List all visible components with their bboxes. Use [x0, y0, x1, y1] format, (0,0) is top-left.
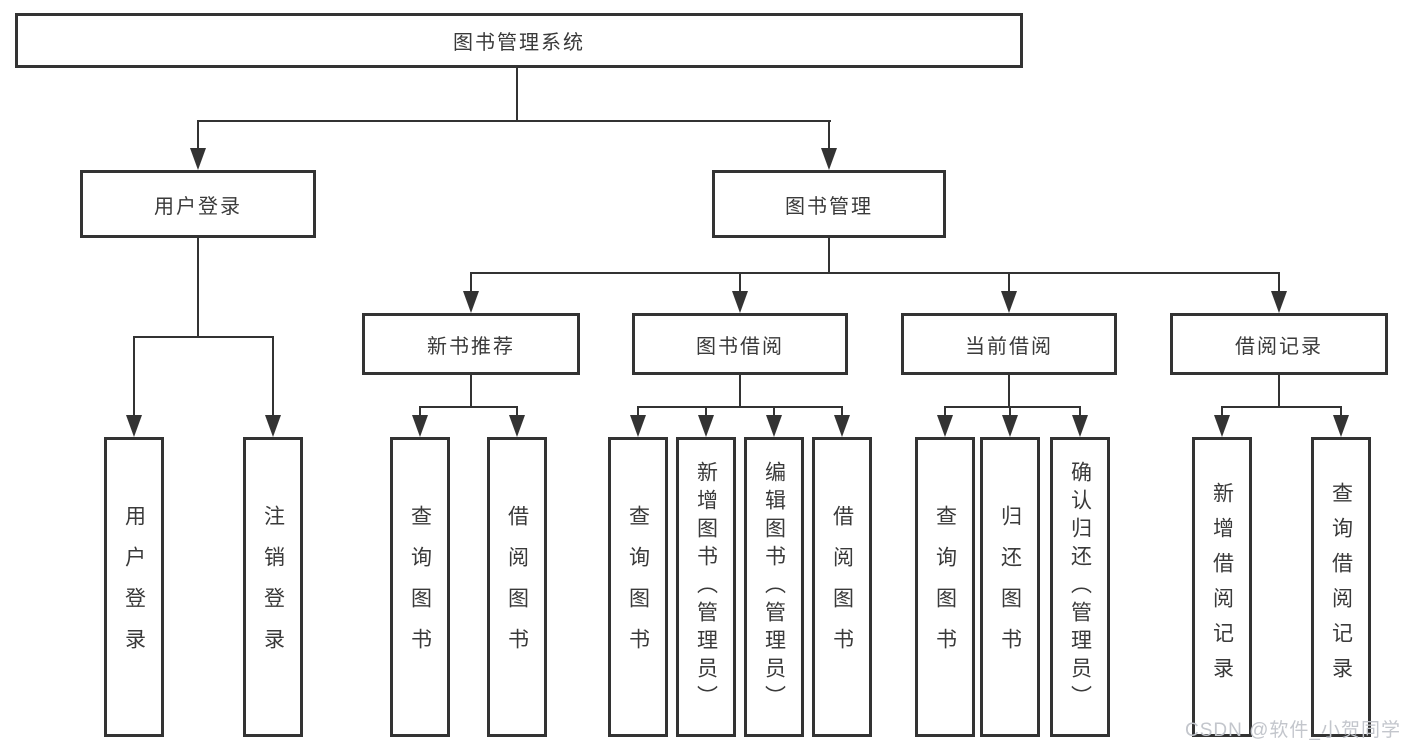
arrowhead-down-icon	[412, 415, 428, 437]
node-label: 新增借阅记录	[1210, 482, 1234, 692]
connector-vline	[1079, 406, 1081, 415]
node-label: 查询图书	[408, 505, 432, 669]
node-new-book-recommend: 新书推荐	[362, 313, 580, 375]
connector-vline	[516, 68, 518, 120]
connector-hline	[197, 120, 831, 122]
node-label: 图书管理系统	[453, 32, 585, 54]
arrowhead-down-icon	[126, 415, 142, 437]
node-label: 用户登录	[154, 195, 242, 218]
connector-vline	[1008, 272, 1010, 291]
connector-vline	[739, 375, 741, 406]
arrowhead-down-icon	[509, 415, 525, 437]
node-label: 图书借阅	[696, 335, 784, 358]
connector-hline	[1221, 406, 1342, 408]
node-label: 当前借阅	[965, 335, 1053, 358]
node-book-management: 图书管理	[712, 170, 946, 238]
connector-vline	[841, 406, 843, 415]
connector-vline	[1009, 406, 1011, 415]
connector-vline	[705, 406, 707, 415]
connector-vline	[197, 120, 199, 148]
arrowhead-down-icon	[630, 415, 646, 437]
csdn-watermark: CSDN @软件_小贺同学	[1185, 720, 1401, 741]
leaf-confirm-return-admin: 确认归还（管理员）	[1050, 437, 1110, 737]
connector-vline	[1340, 406, 1342, 415]
connector-vline	[1278, 375, 1280, 406]
leaf-query-borrow-record: 查询借阅记录	[1311, 437, 1371, 737]
connector-vline	[637, 406, 639, 415]
arrowhead-down-icon	[834, 415, 850, 437]
leaf-return-books: 归还图书	[980, 437, 1040, 737]
arrowhead-down-icon	[1002, 415, 1018, 437]
node-label: 查询图书	[933, 505, 957, 669]
leaf-edit-books-admin: 编辑图书（管理员）	[744, 437, 804, 737]
arrowhead-down-icon	[1333, 415, 1349, 437]
node-label: 查询借阅记录	[1329, 482, 1353, 692]
connector-hline	[470, 272, 1280, 274]
connector-vline	[739, 272, 741, 291]
leaf-borrow-books: 借阅图书	[812, 437, 872, 737]
connector-hline	[637, 406, 843, 408]
node-book-borrow: 图书借阅	[632, 313, 848, 375]
node-label: 查询图书	[626, 505, 650, 669]
node-label: 图书管理	[785, 195, 873, 218]
arrowhead-down-icon	[821, 148, 837, 170]
node-label: 新书推荐	[427, 335, 515, 358]
leaf-logout-login: 注销登录	[243, 437, 303, 737]
node-current-borrow: 当前借阅	[901, 313, 1117, 375]
arrowhead-down-icon	[265, 415, 281, 437]
connector-hline	[133, 336, 274, 338]
connector-vline	[470, 375, 472, 406]
connector-vline	[197, 238, 199, 336]
node-label: 借阅图书	[505, 505, 529, 669]
arrowhead-down-icon	[766, 415, 782, 437]
connector-vline	[470, 272, 472, 291]
connector-vline	[1221, 406, 1223, 415]
leaf-add-borrow-record: 新增借阅记录	[1192, 437, 1252, 737]
connector-vline	[516, 406, 518, 415]
leaf-query-books-borrow: 查询图书	[608, 437, 668, 737]
node-label: 确认归还（管理员）	[1068, 461, 1092, 713]
connector-hline	[419, 406, 518, 408]
leaf-query-books-recommend: 查询图书	[390, 437, 450, 737]
node-user-login: 用户登录	[80, 170, 316, 238]
node-borrow-records: 借阅记录	[1170, 313, 1388, 375]
arrowhead-down-icon	[1072, 415, 1088, 437]
arrowhead-down-icon	[1214, 415, 1230, 437]
node-label: 注销登录	[261, 505, 285, 669]
arrowhead-down-icon	[1271, 291, 1287, 313]
connector-vline	[133, 336, 135, 415]
connector-vline	[828, 120, 830, 148]
leaf-borrow-books-recommend: 借阅图书	[487, 437, 547, 737]
connector-vline	[1278, 272, 1280, 291]
arrowhead-down-icon	[937, 415, 953, 437]
connector-vline	[419, 406, 421, 415]
node-label: 借阅图书	[830, 505, 854, 669]
connector-vline	[828, 238, 830, 272]
leaf-add-books-admin: 新增图书（管理员）	[676, 437, 736, 737]
connector-vline	[1008, 375, 1010, 406]
node-label: 用户登录	[122, 505, 146, 669]
connector-vline	[272, 336, 274, 415]
connector-vline	[773, 406, 775, 415]
node-label: 借阅记录	[1235, 335, 1323, 358]
connector-hline	[944, 406, 1081, 408]
arrowhead-down-icon	[463, 291, 479, 313]
leaf-query-books-current: 查询图书	[915, 437, 975, 737]
arrowhead-down-icon	[1001, 291, 1017, 313]
node-label: 新增图书（管理员）	[694, 461, 718, 713]
node-root-library-system: 图书管理系统	[15, 13, 1023, 68]
node-label: 归还图书	[998, 505, 1022, 669]
arrowhead-down-icon	[190, 148, 206, 170]
arrowhead-down-icon	[732, 291, 748, 313]
connector-vline	[944, 406, 946, 415]
node-label: 编辑图书（管理员）	[762, 461, 786, 713]
arrowhead-down-icon	[698, 415, 714, 437]
leaf-user-login: 用户登录	[104, 437, 164, 737]
